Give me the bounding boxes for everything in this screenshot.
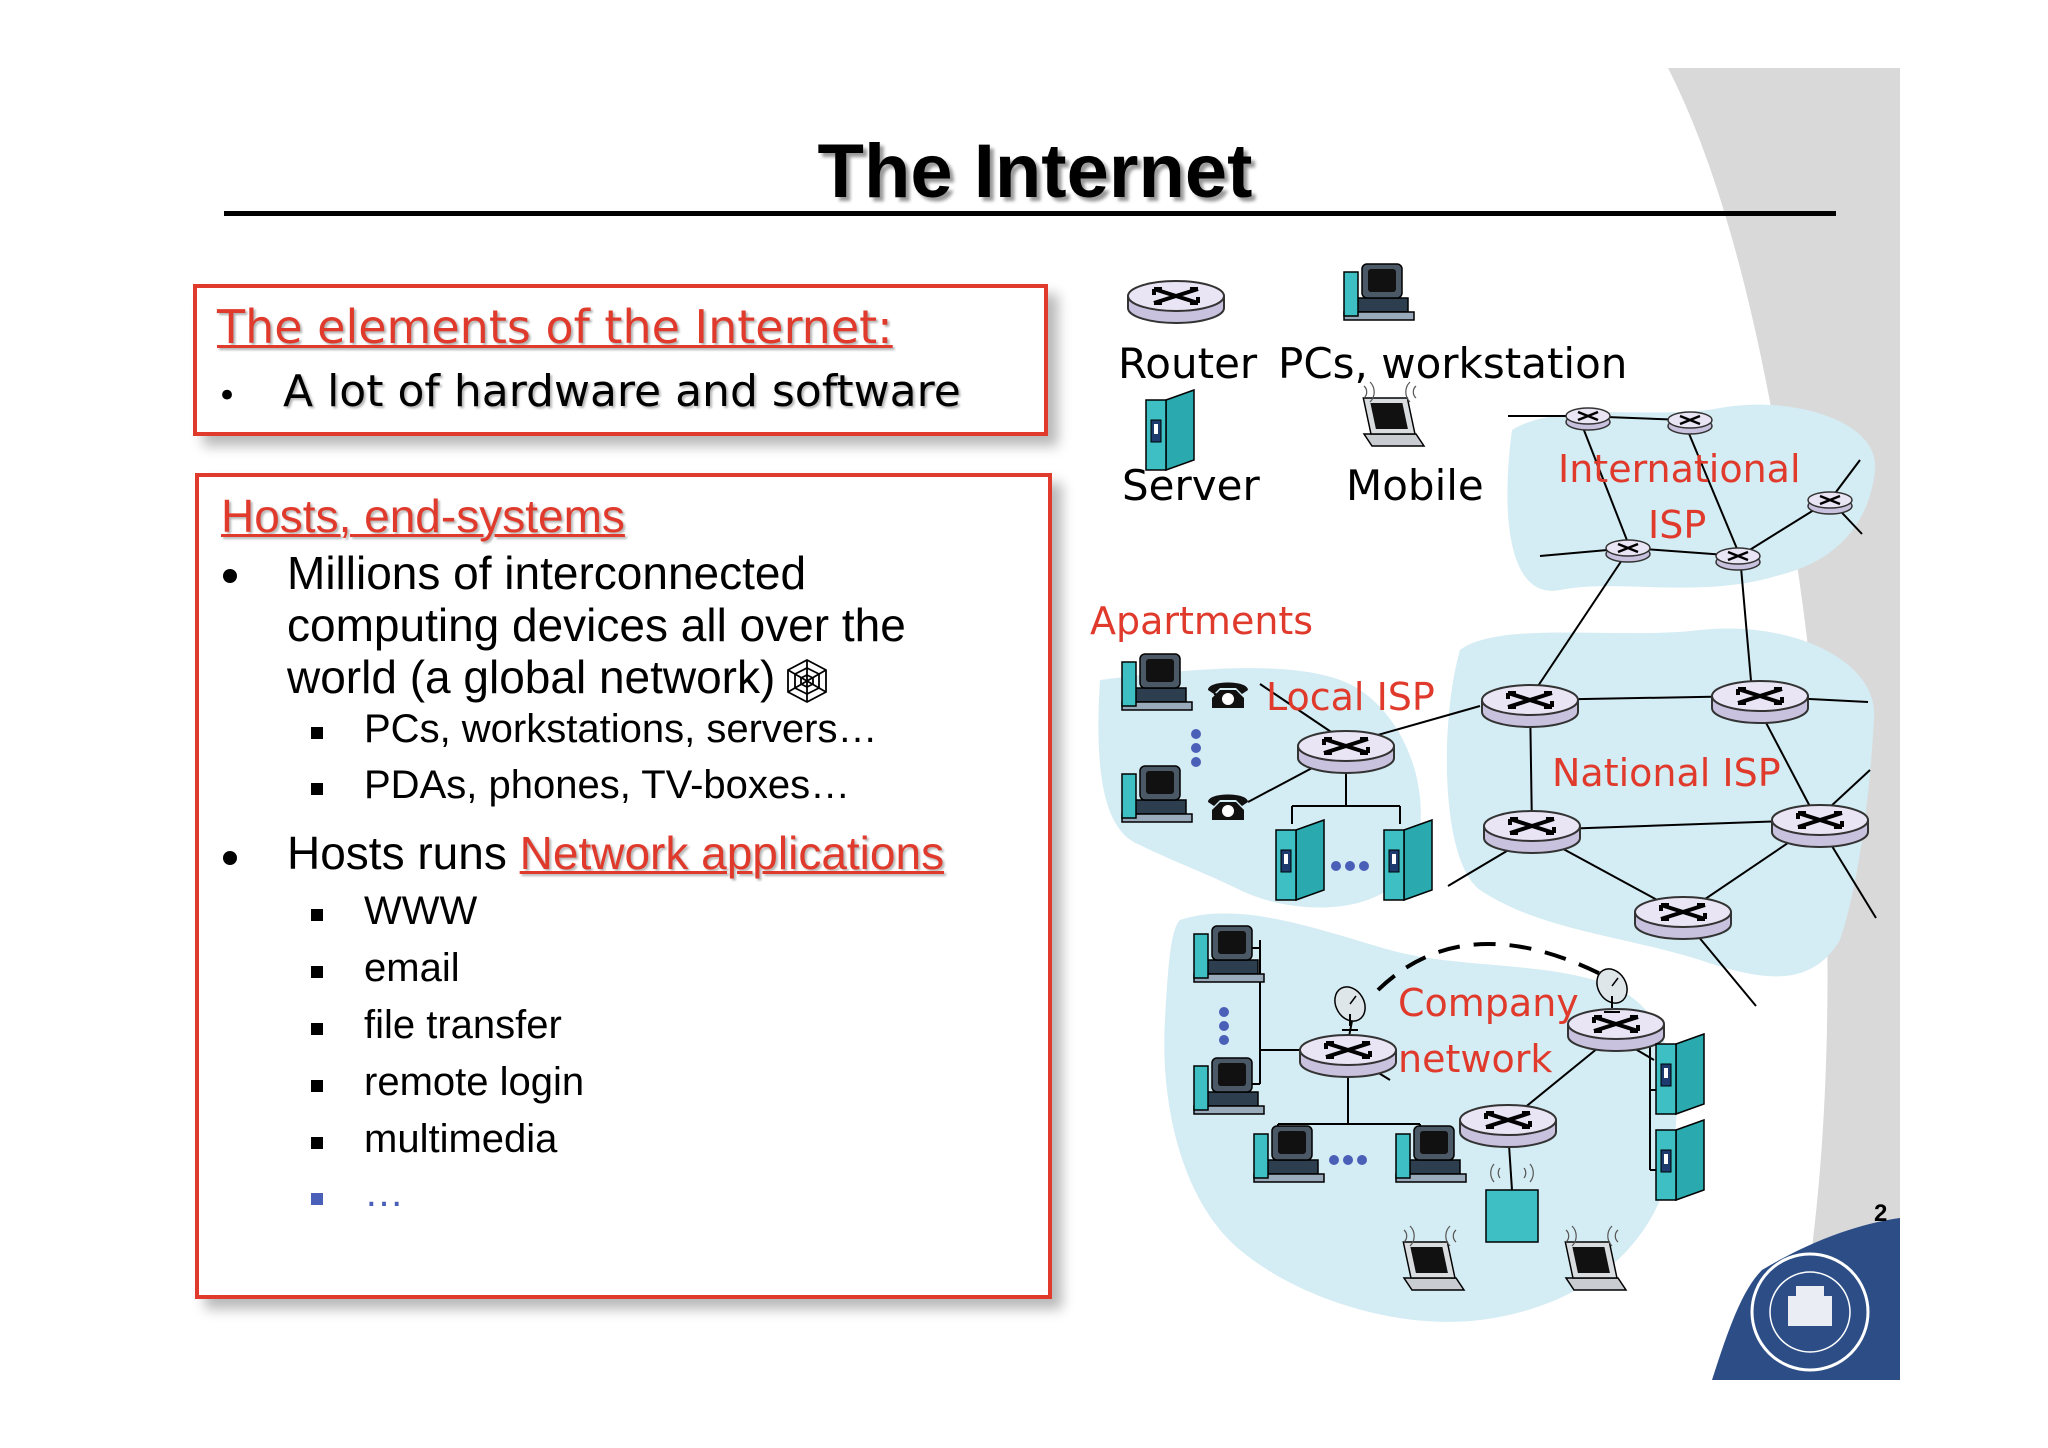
international-isp-label-2: ISP (1648, 503, 1706, 547)
legend-router-icon (1126, 279, 1226, 325)
sub-bullet (311, 1137, 323, 1149)
company-network-cloud (1164, 913, 1677, 1322)
legend-pcs-label: PCs, workstation (1278, 339, 1627, 388)
server-icon (1655, 1033, 1705, 1115)
router-icon (1566, 1007, 1666, 1053)
bullet-dot (223, 851, 237, 865)
router-icon (1480, 683, 1580, 729)
item2-sub-6: … (364, 1171, 404, 1215)
elements-heading: The elements of the Internet: (217, 300, 893, 354)
item1-line3: world (a global network) (287, 651, 776, 703)
page-number: 2 (1874, 1200, 1888, 1227)
ellipsis-dots (1329, 1155, 1367, 1165)
legend-server-label: Server (1122, 461, 1260, 510)
title-underline (224, 211, 1836, 216)
router-icon (1666, 410, 1714, 436)
item2-sub-2: email (364, 946, 460, 990)
university-seal-icon (1750, 1252, 1870, 1372)
legend-pc-icon (1343, 263, 1415, 321)
bullet-dot (223, 569, 237, 583)
router-icon (1298, 1033, 1398, 1079)
item2-sub-5: multimedia (364, 1117, 558, 1161)
company-network-label-1: Company (1398, 981, 1579, 1025)
router-icon (1564, 406, 1612, 432)
item2-sub-3: file transfer (364, 1003, 562, 1047)
server-icon (1655, 1119, 1705, 1201)
item1-line1: Millions of interconnected (287, 547, 807, 599)
sub-bullet (311, 1193, 323, 1205)
router-icon (1633, 895, 1733, 941)
local-isp-cloud (1098, 668, 1421, 908)
ellipsis-dots (1331, 861, 1369, 871)
bullet-marker: • (217, 376, 238, 416)
spider-web-icon (787, 658, 828, 703)
item2-line: Hosts runs Network applications (287, 827, 944, 879)
network-applications-link[interactable]: Network applications (519, 827, 945, 879)
ellipsis-dots (1219, 1007, 1229, 1045)
hosts-box: Hosts, end-systems Millions of interconn… (195, 473, 1052, 1299)
router-icon (1710, 679, 1810, 725)
item2-sub-1: WWW (364, 889, 478, 933)
router-icon (1604, 538, 1652, 564)
ellipsis-dots (1191, 729, 1201, 767)
wireless-link (1376, 941, 1617, 992)
item2-sub-4: remote login (364, 1060, 585, 1104)
sub-bullet (311, 727, 323, 739)
slide-title: The Internet (817, 129, 1253, 214)
server-icon (1383, 819, 1433, 901)
access-point-icon (1485, 1189, 1539, 1243)
item1-line2: computing devices all over the (287, 599, 906, 651)
legend-laptop-icon (1362, 381, 1425, 447)
router-icon (1458, 1103, 1558, 1149)
item1-sub-1: PCs, workstations, servers… (364, 707, 878, 751)
item1-line3-row: world (a global network) (287, 651, 831, 705)
elements-box: The elements of the Internet: • A lot of… (193, 284, 1048, 436)
server-icon (1275, 819, 1325, 901)
company-network-label-2: network (1398, 1037, 1552, 1081)
item2-prefix: Hosts runs (287, 827, 520, 879)
national-isp-label: National ISP (1552, 751, 1781, 795)
router-icon (1296, 729, 1396, 775)
item1-sub-2: PDAs, phones, TV-boxes… (364, 763, 851, 807)
router-icon (1482, 809, 1582, 855)
legend-mobile-label: Mobile (1346, 461, 1484, 510)
router-icon (1806, 490, 1854, 516)
sub-bullet (311, 966, 323, 978)
sub-bullet (311, 1023, 323, 1035)
elements-text: A lot of hardware and software (283, 366, 961, 417)
apartments-label: Apartments (1090, 599, 1313, 643)
sub-bullet (311, 783, 323, 795)
router-icon (1714, 546, 1762, 572)
legend-router-label: Router (1118, 339, 1258, 388)
sub-bullet (311, 909, 323, 921)
international-isp-label-1: International (1558, 447, 1801, 491)
hosts-heading: Hosts, end-systems (221, 490, 625, 542)
sub-bullet (311, 1080, 323, 1092)
router-icon (1770, 803, 1870, 849)
international-isp-cloud (1507, 404, 1876, 591)
local-isp-label: Local ISP (1266, 675, 1435, 719)
legend-server-icon (1145, 389, 1195, 471)
